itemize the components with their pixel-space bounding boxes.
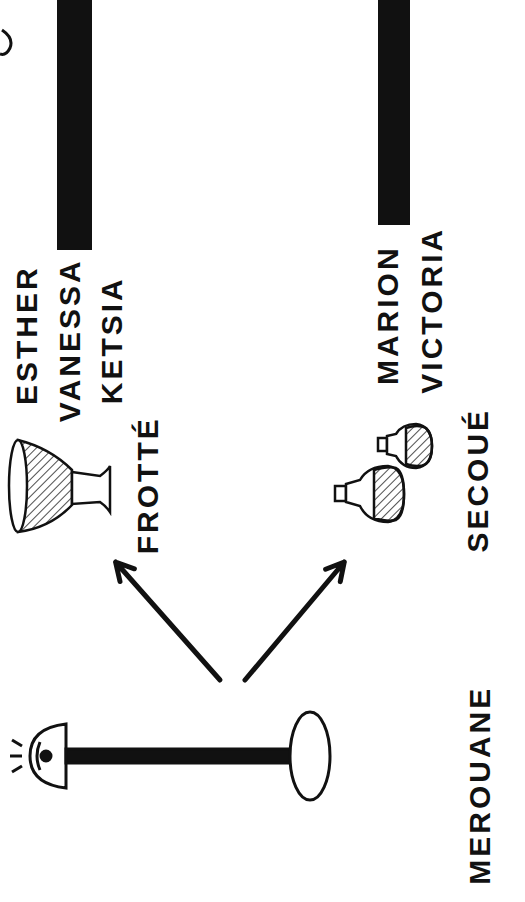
player-name: MARION xyxy=(371,245,406,385)
player-name: VICTORIA xyxy=(415,226,450,393)
figure-drawing xyxy=(10,712,330,800)
black-bar xyxy=(57,0,92,250)
player-name: VANESSA xyxy=(53,258,88,422)
group-label: SECOUÉ xyxy=(461,407,496,552)
instrument-group: SECOUÉ xyxy=(325,400,500,562)
black-bar xyxy=(378,0,410,225)
drum-drawing xyxy=(9,440,110,532)
player-name: KETSIA xyxy=(95,276,130,404)
shaker-drawing xyxy=(335,424,432,522)
instrument-group: MEROUANE xyxy=(5,680,505,892)
group-label: FROTTÉ xyxy=(131,416,166,554)
arrow-connector xyxy=(116,562,220,680)
instrument-group: FROTTÉ xyxy=(5,410,170,562)
arrow-connector xyxy=(245,562,344,680)
edge-mark xyxy=(0,30,11,54)
group-label: MEROUANE xyxy=(463,685,498,884)
player-name: ESTHER xyxy=(10,265,45,405)
